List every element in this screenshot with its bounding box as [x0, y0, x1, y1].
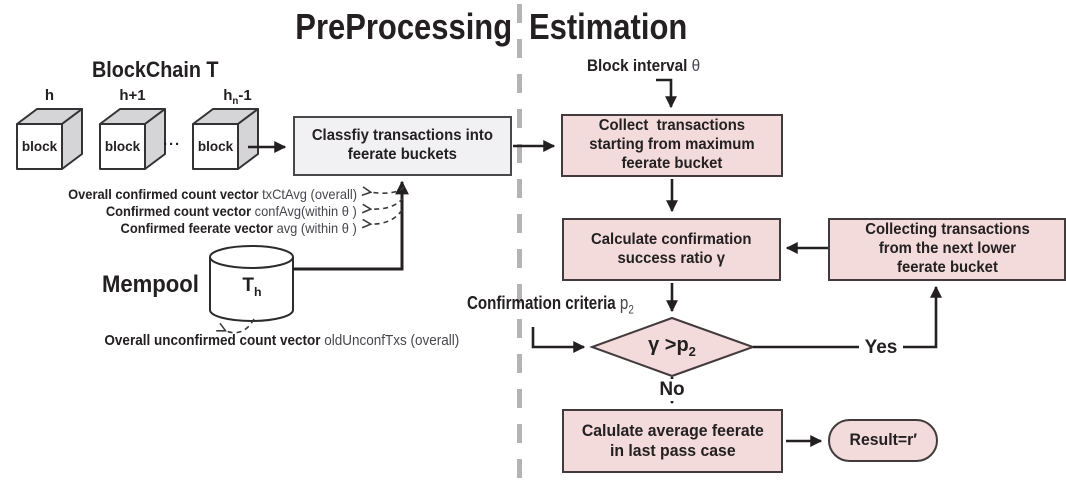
- result-terminal-label: Result=r′: [849, 430, 917, 450]
- blocks-ellipsis: ···: [163, 136, 181, 153]
- yes-branch-label: Yes: [859, 337, 903, 359]
- block-cube-label-2: block: [104, 139, 141, 154]
- dashed-arrow-txctavg: [369, 187, 405, 193]
- confirmation-criteria-var: p: [619, 293, 629, 313]
- mempool-label: Mempool: [102, 271, 207, 299]
- preprocessing-title: PreProcessing: [240, 6, 512, 48]
- vector-annotation-confavg-var: confAvg(within θ ): [251, 203, 357, 219]
- unconfirmed-annotation-bold: Overall unconfirmed count vector: [104, 332, 321, 349]
- decision-diamond: [589, 316, 756, 378]
- vector-annotation-avg-bold: Confirmed feerate vector: [120, 220, 274, 236]
- mempool-store-label: Th: [226, 275, 278, 299]
- blockchain-cube-3-icon: [192, 108, 259, 170]
- block-cube-label-1: block: [21, 139, 58, 154]
- classify-transactions-box: Classfiy transactions into feerate bucke…: [293, 116, 512, 176]
- mempool-cylinder-icon: [209, 245, 294, 322]
- collect-transactions-box-label: Collect transactions starting from maxim…: [589, 117, 755, 172]
- blockchain-cube-2-icon: [99, 108, 166, 170]
- arrow-criteria-to-diamond: [531, 327, 586, 353]
- dashed-arrow-avg: [369, 209, 403, 224]
- vector-annotation-txctavg-var: txCtAvg (overall): [258, 186, 357, 202]
- confirmation-criteria-label: Confirmation criteria p2: [467, 293, 666, 317]
- calc-success-ratio-box-label: Calculate confirmation success ratio γ: [591, 230, 752, 267]
- collect-transactions-box: Collect transactions starting from maxim…: [561, 114, 783, 177]
- calc-success-ratio-box: Calculate confirmation success ratio γ: [562, 218, 781, 281]
- arrow-yes-to-collecting: [753, 285, 942, 349]
- block-interval-bold: Block interval: [587, 56, 688, 75]
- calc-average-feerate-box-label: Calulate average feerate in last pass ca…: [581, 420, 764, 460]
- blockchain-cube-1-icon: [16, 108, 83, 170]
- block-interval-theta: θ: [687, 56, 701, 75]
- block-height-label-1: h: [17, 87, 82, 107]
- dashed-arrow-oldunconftxs: [224, 318, 255, 334]
- collecting-next-lower-box: Collecting transactions from the next lo…: [828, 218, 1066, 281]
- calc-average-feerate-box: Calulate average feerate in last pass ca…: [562, 409, 783, 473]
- block-interval-label: Block interval θ: [587, 56, 713, 76]
- mempool-store-main: T: [242, 275, 255, 296]
- vector-annotation-confavg: Confirmed count vector confAvg(within θ …: [84, 203, 357, 220]
- decision-condition-main: γ >p: [648, 334, 689, 356]
- estimation-title: Estimation: [529, 6, 713, 48]
- classify-transactions-box-label: Classfiy transactions into feerate bucke…: [311, 127, 494, 163]
- block-height-1-text: h: [44, 87, 55, 104]
- block-height-3-post: -1: [238, 87, 252, 104]
- mempool-store-sub: h: [254, 284, 262, 299]
- block-cube-label-3: block: [197, 139, 234, 154]
- collecting-next-lower-box-label: Collecting transactions from the next lo…: [864, 221, 1030, 276]
- mempool-label-text: Mempool: [102, 271, 199, 298]
- estimation-title-text: Estimation: [529, 6, 688, 47]
- unconfirmed-annotation: Overall unconfirmed count vector oldUnco…: [65, 332, 459, 349]
- vector-annotation-confavg-bold: Confirmed count vector: [106, 203, 252, 219]
- block-height-label-2: h+1: [100, 87, 165, 107]
- decision-condition-label: γ >p2: [602, 334, 742, 359]
- block-height-3-text: h: [223, 87, 233, 104]
- vector-annotation-avg: Confirmed feerate vector avg (within θ ): [100, 220, 357, 237]
- unconfirmed-annotation-var: oldUnconfTxs (overall): [320, 332, 459, 349]
- decision-condition-sub: 2: [688, 344, 696, 359]
- arrow-blockinterval-to-collect: [656, 78, 677, 109]
- vector-annotation-avg-var: avg (within θ ): [273, 220, 357, 236]
- vector-annotation-txctavg-bold: Overall confirmed count vector: [68, 186, 259, 202]
- confirmation-criteria-bold: Confirmation criteria: [467, 293, 620, 313]
- blockchain-label-text: BlockChain T: [92, 57, 219, 82]
- blockchain-label: BlockChain T: [92, 57, 233, 83]
- preprocessing-title-text: PreProcessing: [295, 6, 512, 47]
- block-height-3-sub: n: [232, 96, 239, 107]
- dashed-arrow-confavg: [369, 197, 404, 209]
- confirmation-criteria-sub: 2: [628, 303, 634, 317]
- block-height-label-3: hn-1: [200, 87, 275, 107]
- no-branch-label: No: [653, 379, 691, 401]
- block-height-2-text: h+1: [119, 87, 146, 104]
- vector-annotation-txctavg: Overall confirmed count vector txCtAvg (…: [43, 186, 357, 203]
- result-terminal: Result=r′: [828, 419, 938, 462]
